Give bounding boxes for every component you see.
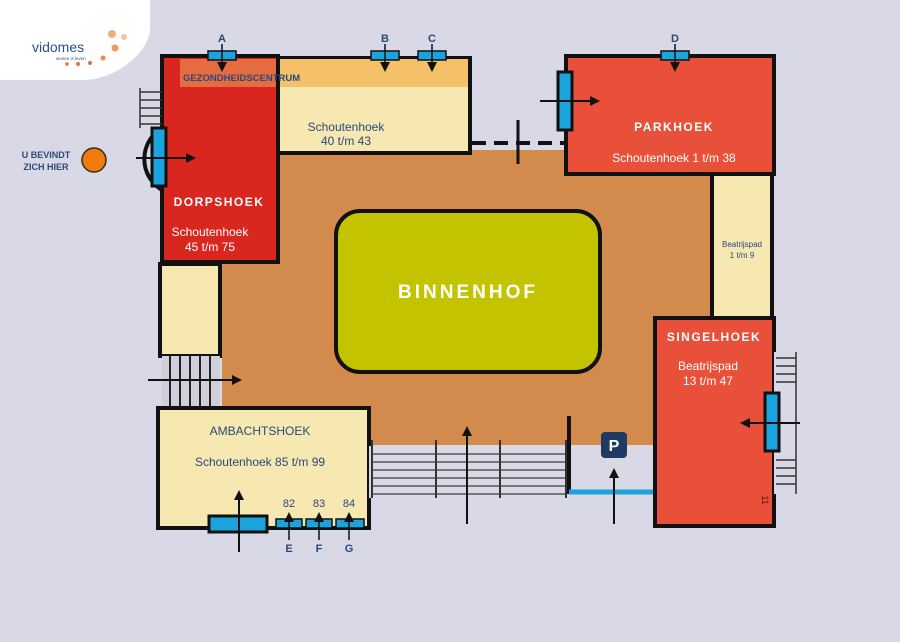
parking-label: P xyxy=(609,438,620,455)
entrance-a-label: A xyxy=(218,33,226,45)
entrance-f-label: F xyxy=(316,543,323,555)
logo-text: vidomes xyxy=(32,39,84,55)
entrance-e-label: E xyxy=(285,543,292,555)
entrance-g xyxy=(335,512,365,540)
singelhoek-street: Beatrijspad xyxy=(678,359,738,373)
parking-sign xyxy=(601,432,627,458)
entrance-b-label: B xyxy=(381,33,389,45)
left-stairs xyxy=(139,88,162,128)
beatrijspad-small-range: 1 t/m 9 xyxy=(730,251,755,260)
gezondheidscentrum-overlay xyxy=(180,59,276,87)
entrance-c xyxy=(417,44,447,72)
entrance-f xyxy=(305,512,333,540)
you-are-here-line1: U BEVINDT xyxy=(22,150,71,160)
parkhoek-address: Schoutenhoek 1 t/m 38 xyxy=(612,151,736,165)
entrance-parkhoek xyxy=(540,70,600,132)
beatrijspad-small-building xyxy=(710,170,774,322)
entrance-singelhoek xyxy=(740,391,800,453)
you-are-here-marker xyxy=(81,147,107,173)
dorpshoek-title: DORPSHOEK xyxy=(174,195,265,209)
parkhoek-title: PARKHOEK xyxy=(634,120,714,134)
entrance-d xyxy=(660,44,690,72)
singelhoek-range: 13 t/m 47 xyxy=(683,374,733,388)
left-small-building xyxy=(158,262,222,358)
singelhoek-number: 11 xyxy=(760,495,770,504)
gezondheidscentrum-label: GEZONDHEIDSCENTRUM xyxy=(183,73,300,84)
ambachtshoek-title: AMBACHTSHOEK xyxy=(210,424,311,438)
entrance-b xyxy=(370,44,400,72)
entrance-a xyxy=(207,44,237,72)
entrance-d-label: D xyxy=(671,33,679,45)
schoutenhoek-top-range: 40 t/m 43 xyxy=(321,134,371,148)
entrance-84-number: 84 xyxy=(343,498,355,510)
entrance-83-number: 83 xyxy=(313,498,325,510)
binnenhof-label: BINNENHOF xyxy=(398,282,538,303)
dorpshoek-range: 45 t/m 75 xyxy=(185,240,235,254)
beatrijspad-small-street: Beatrijspad xyxy=(722,240,762,249)
dorpshoek-street: Schoutenhoek xyxy=(172,225,250,239)
entrance-c-label: C xyxy=(428,33,436,45)
schoutenhoek-top-street: Schoutenhoek xyxy=(308,120,386,134)
vidomes-logo: vidomes wonen is leven xyxy=(0,0,150,80)
left-passage xyxy=(162,356,220,408)
entrance-e xyxy=(275,512,303,540)
you-are-here-line2: ZICH HIER xyxy=(24,162,70,172)
ambachtshoek-address: Schoutenhoek 85 t/m 99 xyxy=(195,455,325,469)
entrance-dorpshoek xyxy=(136,126,196,188)
binnenhof-area xyxy=(334,209,602,374)
entrance-82-number: 82 xyxy=(283,498,295,510)
singelhoek-title: SINGELHOEK xyxy=(667,330,761,344)
logo-tagline: wonen is leven xyxy=(56,56,86,61)
entrance-ambachtshoek xyxy=(207,490,269,552)
entrance-g-label: G xyxy=(345,543,354,555)
bottom-passage xyxy=(369,440,571,498)
